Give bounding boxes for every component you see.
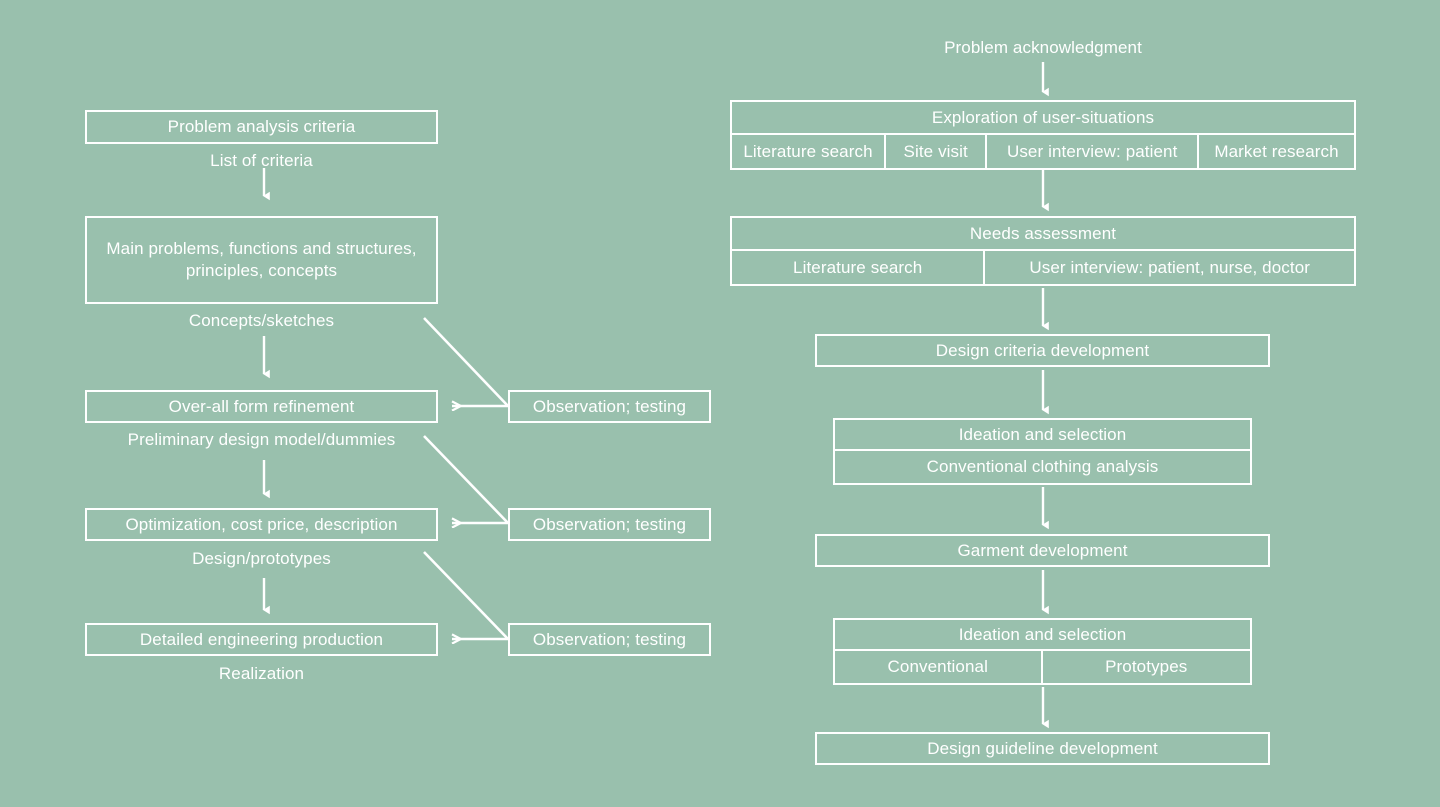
node-observation-testing-3[interactable]: Observation; testing [508,623,711,656]
edge-label-concepts-sketches: Concepts/sketches [188,311,335,330]
node-label: Problem analysis criteria [167,117,356,137]
edge-label-list-of-criteria: List of criteria [210,151,313,170]
cell-conventional[interactable]: Conventional [835,651,1043,683]
group-cells: Conventional clothing analysis [833,451,1252,485]
node-label: Main problems, functions and structures,… [106,239,417,280]
cell-label: Literature search [743,141,873,161]
node-design-criteria-development[interactable]: Design criteria development [815,334,1270,367]
cell-label: Literature search [793,257,923,277]
group-cells: Literature search User interview: patien… [730,251,1356,286]
node-main-problems[interactable]: Main problems, functions and structures,… [85,216,438,304]
cell-label: Conventional clothing analysis [926,457,1159,476]
node-label: Over-all form refinement [168,396,355,416]
group-header-label: Ideation and selection [958,424,1127,444]
node-label: Detailed engineering production [139,629,384,649]
group-cells: Conventional Prototypes [833,651,1252,685]
start-label-problem-acknowledgment: Problem acknowledgment [944,38,1142,57]
cell-literature-search[interactable]: Literature search [732,251,986,284]
node-ideation-and-selection-1[interactable]: Ideation and selection Conventional clot… [833,418,1252,485]
cell-user-interview-patient[interactable]: User interview: patient [987,135,1200,168]
group-header-label: Needs assessment [969,223,1117,243]
group-header: Needs assessment [730,216,1356,251]
node-label: Design guideline development [927,738,1158,758]
edge-label-realization: Realization [218,664,305,683]
node-label: Optimization, cost price, description [125,514,398,534]
edge-label-design-prototypes: Design/prototypes [192,549,331,568]
cell-label: Prototypes [1105,657,1188,676]
node-detailed-engineering-production[interactable]: Detailed engineering production [85,623,438,656]
node-label: Observation; testing [532,396,687,416]
cell-prototypes[interactable]: Prototypes [1043,651,1251,683]
cell-label: Site visit [903,141,968,161]
group-header-label: Exploration of user-situations [931,107,1155,127]
node-needs-assessment[interactable]: Needs assessment Literature search User … [730,216,1356,286]
group-header: Ideation and selection [833,618,1252,651]
group-header: Ideation and selection [833,418,1252,451]
node-observation-testing-1[interactable]: Observation; testing [508,390,711,423]
node-over-all-form-refinement[interactable]: Over-all form refinement [85,390,438,423]
cell-user-interview-patient-nurse-doctor[interactable]: User interview: patient, nurse, doctor [985,251,1354,284]
cell-label: Conventional [887,657,988,676]
cell-market-research[interactable]: Market research [1199,135,1354,168]
node-exploration-of-user-situations[interactable]: Exploration of user-situations Literatur… [730,100,1356,170]
node-label: Observation; testing [532,629,687,649]
group-header-label: Ideation and selection [958,624,1127,644]
cell-literature-search[interactable]: Literature search [732,135,887,168]
node-observation-testing-2[interactable]: Observation; testing [508,508,711,541]
group-header: Exploration of user-situations [730,100,1356,135]
cell-label: User interview: patient, nurse, doctor [1029,257,1311,277]
cell-site-visit[interactable]: Site visit [886,135,988,168]
cell-label: Market research [1214,141,1339,161]
node-label: Observation; testing [532,514,687,534]
group-cells: Literature search Site visit User interv… [730,135,1356,170]
node-garment-development[interactable]: Garment development [815,534,1270,567]
node-ideation-and-selection-2[interactable]: Ideation and selection Conventional Prot… [833,618,1252,685]
node-label: Design criteria development [935,340,1150,360]
node-label: Garment development [957,540,1128,560]
node-design-guideline-development[interactable]: Design guideline development [815,732,1270,765]
node-optimization[interactable]: Optimization, cost price, description [85,508,438,541]
edge-label-preliminary-design-model: Preliminary design model/dummies [127,430,396,449]
cell-conventional-clothing-analysis[interactable]: Conventional clothing analysis [835,451,1250,483]
node-problem-analysis-criteria[interactable]: Problem analysis criteria [85,110,438,144]
cell-label: User interview: patient [1006,141,1178,161]
